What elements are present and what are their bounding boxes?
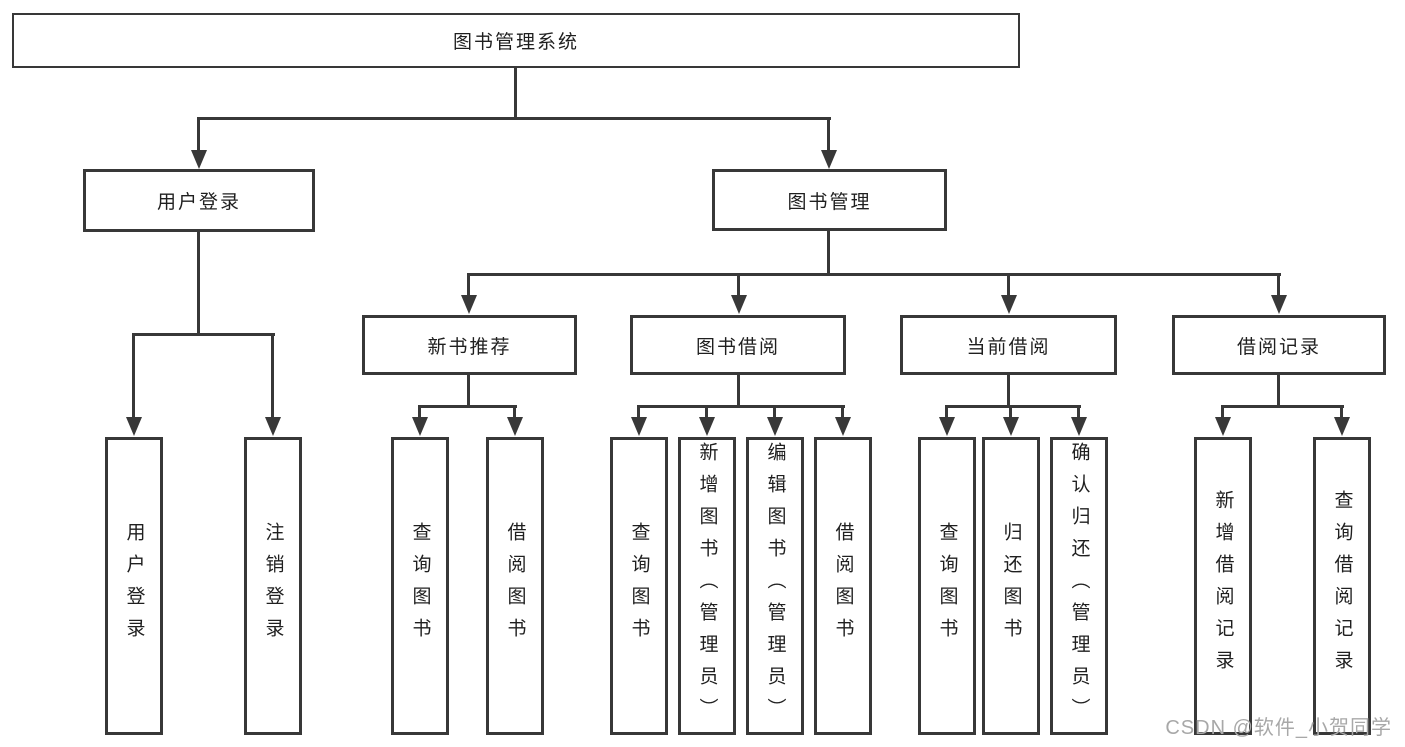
connector-arrow-down [699,417,715,436]
node-current-borrowing: 当前借阅 [900,315,1117,375]
node-label: 借阅记录 [1236,336,1321,358]
connector-arrow-down [1271,295,1287,314]
connector-line [737,375,740,408]
connector-line [637,405,845,408]
connector-line [1007,375,1010,408]
connector-line [1077,405,1080,419]
node-label: 用户登录 [156,192,241,213]
connector-arrow-down [1001,295,1017,314]
connector-line [773,405,776,419]
leaf-confirm-return-admin: 确认归还（管理员） [1050,437,1108,735]
connector-line [1340,405,1343,419]
connector-arrow-down [939,417,955,436]
leaf-borrow-books-recommend: 借阅图书 [486,437,544,735]
connector-line [1009,405,1012,419]
leaf-label: 查询图书 [628,522,650,650]
leaf-label: 用户登录 [123,522,145,650]
connector-line [1221,405,1224,419]
connector-arrow-down [821,150,837,169]
node-label: 当前借阅 [966,336,1051,358]
connector-line [841,405,844,419]
leaf-label: 查询借阅记录 [1331,490,1353,682]
leaf-query-books-current: 查询图书 [918,437,976,735]
node-book-borrowing: 图书借阅 [630,315,846,375]
connector-line [945,405,948,419]
leaf-label: 归还图书 [1000,522,1022,650]
connector-line [197,117,200,152]
connector-line [197,117,831,120]
connector-arrow-down [507,417,523,436]
leaf-add-book-admin: 新增图书（管理员） [678,437,736,735]
leaf-user-login: 用户登录 [105,437,163,735]
watermark: CSDN @软件_小贺同学 [1165,717,1392,739]
connector-line [271,333,274,419]
connector-line [637,405,640,419]
connector-arrow-down [191,150,207,169]
connector-line [1277,273,1280,297]
connector-arrow-down [731,295,747,314]
leaf-label: 新增图书（管理员） [696,442,718,730]
node-borrowing-records: 借阅记录 [1172,315,1386,375]
connector-arrow-down [1003,417,1019,436]
connector-arrow-down [767,417,783,436]
connector-line [132,333,275,336]
connector-line [467,273,1281,276]
leaf-label: 借阅图书 [832,522,854,650]
leaf-label: 注销登录 [262,522,284,650]
leaf-borrow-books: 借阅图书 [814,437,872,735]
leaf-logout: 注销登录 [244,437,302,735]
connector-arrow-down [412,417,428,436]
connector-arrow-down [461,295,477,314]
leaf-label: 确认归还（管理员） [1068,442,1090,730]
leaf-label: 编辑图书（管理员） [764,442,786,730]
connector-arrow-down [126,417,142,436]
connector-line [513,405,516,419]
connector-line [514,68,517,118]
connector-line [1277,375,1280,408]
connector-arrow-down [1071,417,1087,436]
connector-arrow-down [1215,417,1231,436]
connector-line [418,405,517,408]
node-label: 新书推荐 [427,336,512,358]
node-label: 图书管理 [787,191,872,213]
leaf-label: 借阅图书 [504,522,526,650]
leaf-add-borrow-record: 新增借阅记录 [1194,437,1252,735]
connector-arrow-down [835,417,851,436]
leaf-query-borrow-record: 查询借阅记录 [1313,437,1371,735]
leaf-edit-book-admin: 编辑图书（管理员） [746,437,804,735]
connector-line [418,405,421,419]
leaf-query-books-borrowing: 查询图书 [610,437,668,735]
connector-line [1221,405,1344,408]
leaf-query-books-recommend: 查询图书 [391,437,449,735]
connector-line [737,273,740,297]
connector-arrow-down [1334,417,1350,436]
connector-line [467,273,470,297]
connector-line [705,405,708,419]
connector-line [827,117,830,152]
node-user-login: 用户登录 [83,169,315,232]
node-book-management: 图书管理 [712,169,947,231]
leaf-label: 新增借阅记录 [1212,490,1234,682]
node-new-book-recommend: 新书推荐 [362,315,577,375]
connector-line [132,333,135,419]
leaf-label: 查询图书 [409,522,431,650]
connector-arrow-down [265,417,281,436]
connector-line [827,231,830,276]
connector-line [197,232,200,336]
connector-line [467,375,470,408]
node-library-management-system: 图书管理系统 [12,13,1020,68]
node-label: 图书借阅 [695,336,780,358]
connector-line [1007,273,1010,297]
node-label: 图书管理系统 [452,32,579,53]
leaf-return-books: 归还图书 [982,437,1040,735]
connector-arrow-down [631,417,647,436]
leaf-label: 查询图书 [936,522,958,650]
connector-line [945,405,1081,408]
